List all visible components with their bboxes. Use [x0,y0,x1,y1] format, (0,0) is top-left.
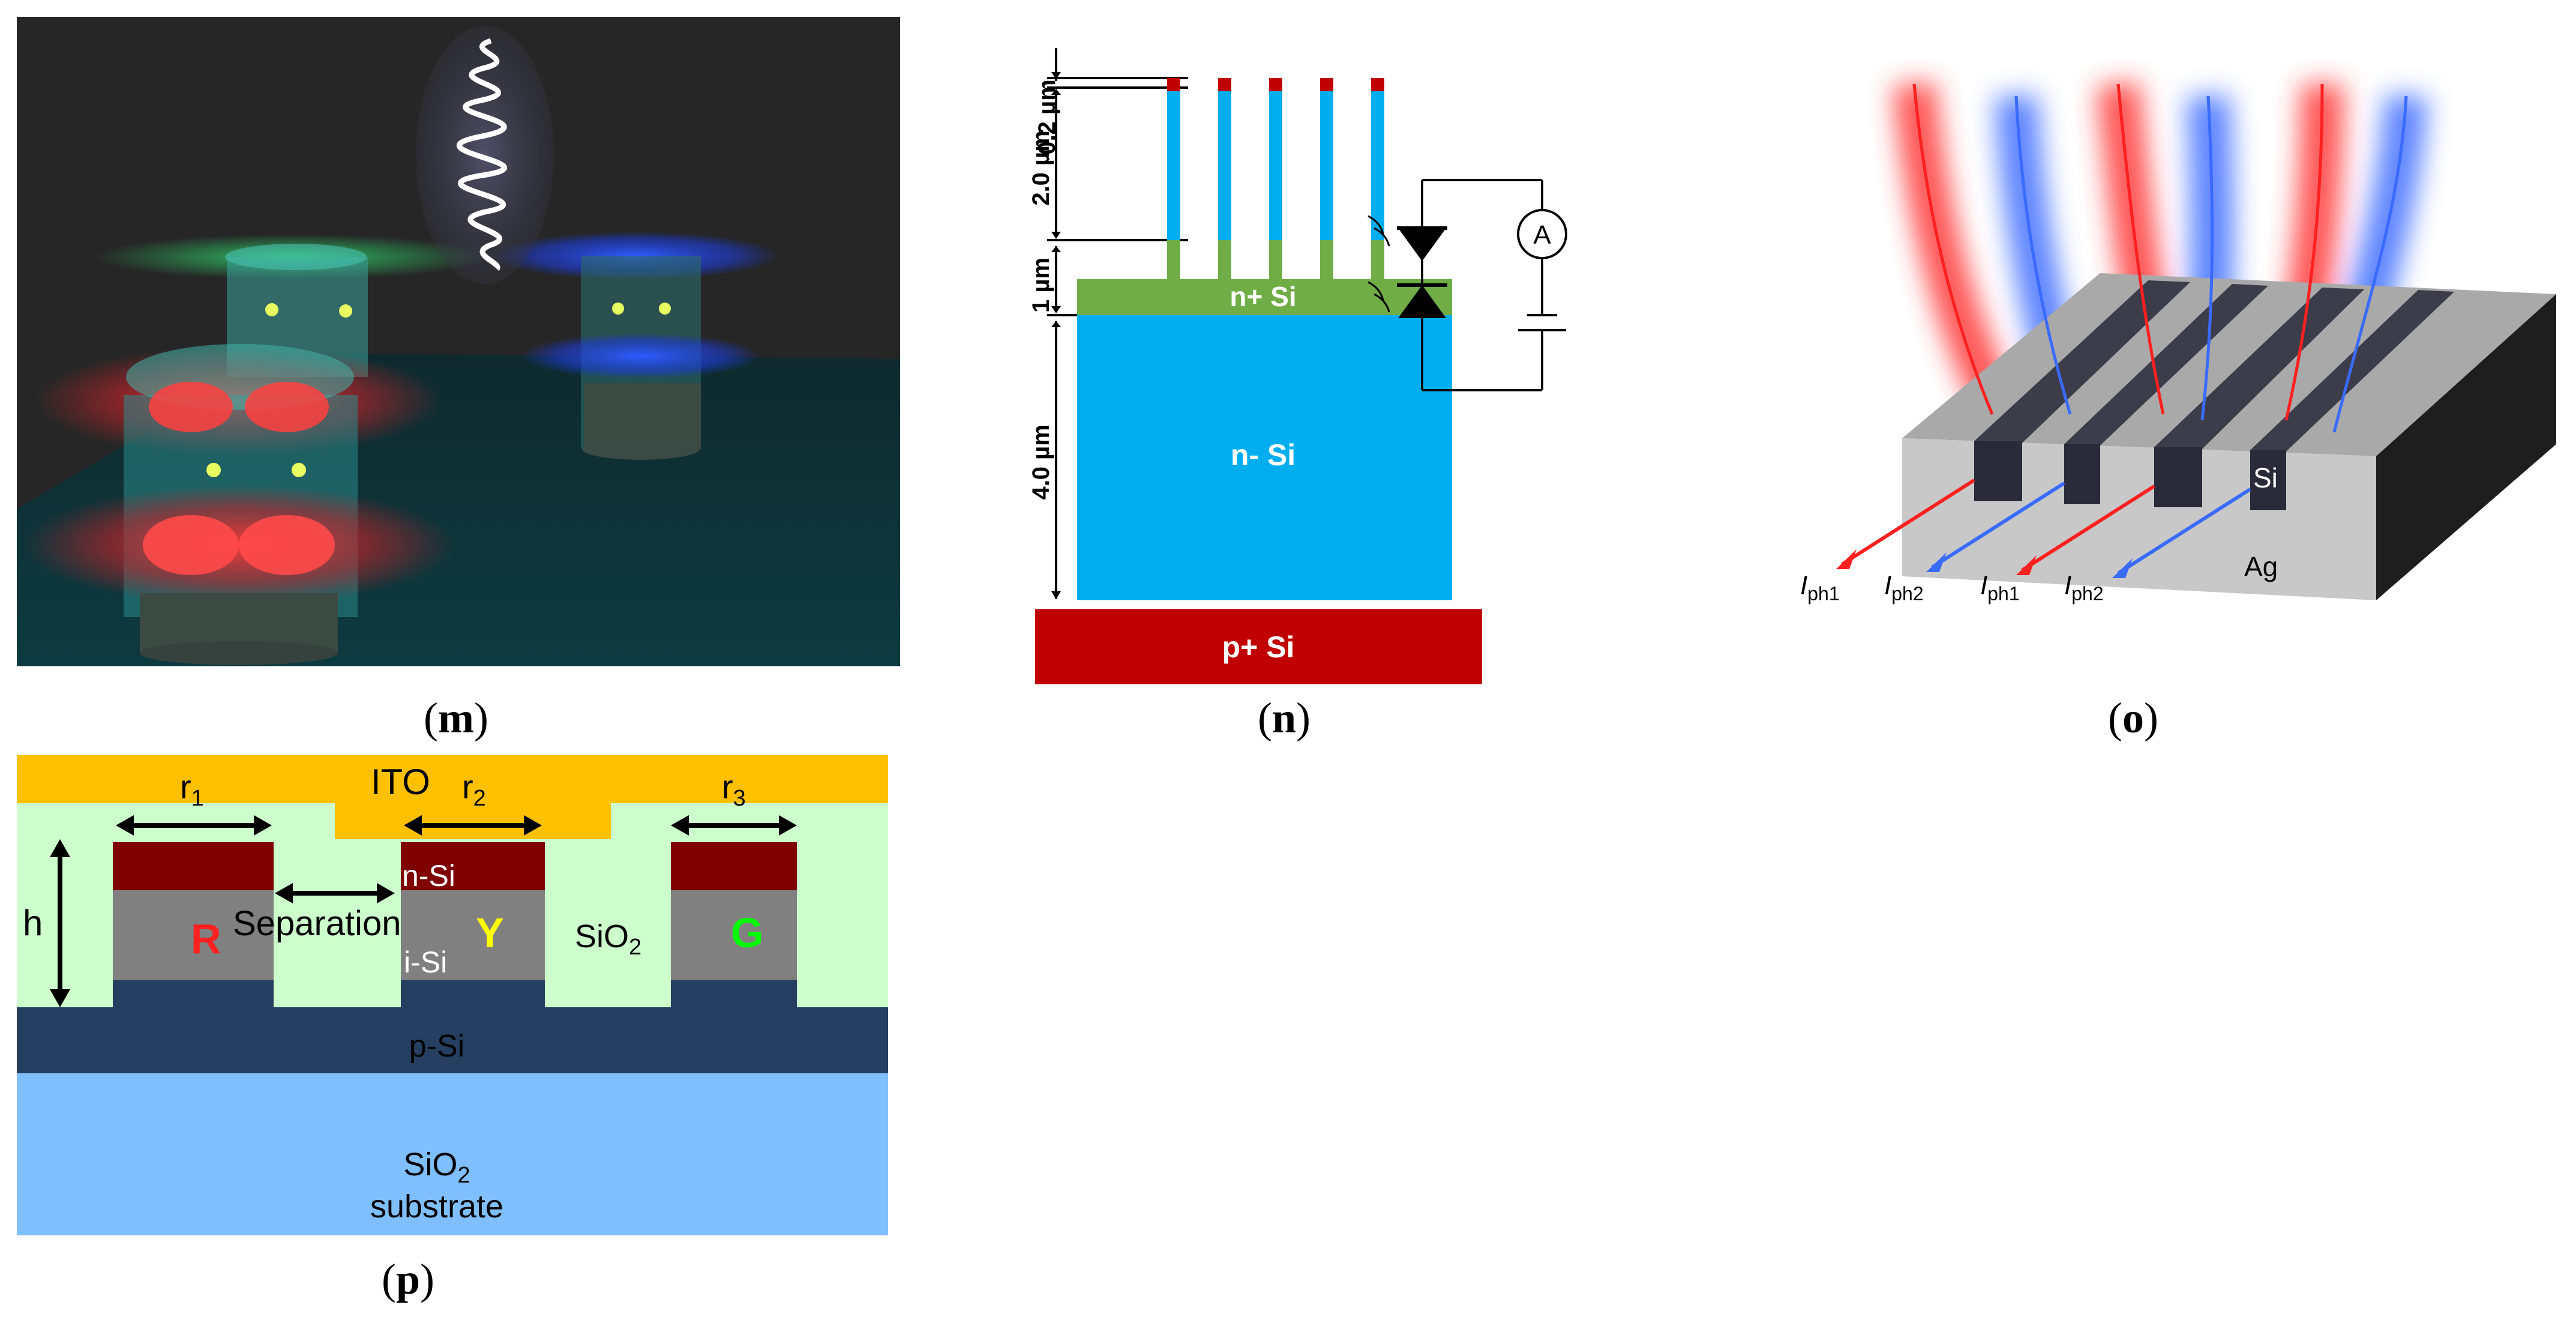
panel-p: ITO r1 r2 r3 h Separation n-Si i-Si p-Si… [17,755,888,1235]
dim-top-label: 0.2 µm [1034,79,1060,154]
circuit [1421,179,1566,391]
p-si-layer [17,1007,888,1073]
label-h: h [23,903,43,943]
light-arrow-icon [1368,215,1390,313]
label-n-si: n-Si [402,859,455,893]
panel-o-letter: o [2122,694,2144,742]
ag-block-side [2376,294,2556,600]
pixel-r-label: R [191,915,221,962]
panel-m [17,17,900,666]
layer-n-minus-si [1077,315,1452,600]
layer-n-minus-label: n- Si [1231,438,1296,472]
label-ito: ITO [371,762,430,802]
label-r2: r2 [462,768,486,811]
current-label-2: Iph2 [1884,571,1924,604]
panel-p-letter: p [395,1255,421,1303]
panel-n: 0.2 µm 2.0 µm 1 µm 4.0 µm n+ Si n- Si p+… [1020,48,1620,690]
pillar-y [401,842,545,1007]
current-label-4: Iph2 [2064,571,2104,604]
substrate-layer [17,1073,888,1235]
diode-top-icon [1397,226,1447,261]
ag-block-front [1902,438,2376,600]
pillar-r [113,842,274,1007]
panel-o: Si Ag Iph1 Iph2 Iph1 Iph2 [1794,60,2574,630]
current-label-3: Iph1 [1980,571,2020,604]
ammeter-icon [1517,209,1567,259]
current-labels: Iph1 Iph2 Iph1 Iph2 [1800,571,2104,604]
label-r1: r1 [180,768,204,811]
label-sio2: SiO2 [575,918,641,960]
panel-n-caption: (n) [1257,694,1311,742]
pillar-g [671,842,797,1007]
panel-p-diagram: ITO r1 r2 r3 h Separation n-Si i-Si p-Si… [17,755,888,1235]
panel-p-caption: (p) [381,1255,434,1303]
pixel-g-label: G [731,909,763,956]
layer-n-plus-si [1077,279,1452,315]
layer-p-plus-label: p+ Si [1222,630,1295,664]
label-si: Si [2253,462,2278,493]
ito-layer [17,755,888,839]
panel-n-letter: n [1271,694,1297,742]
label-separation: Separation [233,904,401,943]
dim-wire-label: 2.0 µm [1028,130,1054,205]
panel-n-diagram: 0.2 µm 2.0 µm 1 µm 4.0 µm n+ Si n- Si p+… [1028,48,1567,684]
layer-n-plus-label: n+ Si [1229,281,1296,312]
dim-n-minus-label: 4.0 µm [1028,424,1054,499]
panel-o-diagram: Si Ag Iph1 Iph2 Iph1 Iph2 [1800,82,2556,604]
current-label-1: Iph1 [1800,571,1840,604]
panel-m-caption: (m) [424,694,488,742]
panel-m-letter: m [438,694,474,742]
panel-o-caption: (o) [2108,694,2158,742]
dim-n-plus-label: 1 µm [1028,258,1054,313]
wave-packet-icon [457,38,508,271]
label-r3: r3 [722,768,746,811]
ammeter-label: A [1533,220,1551,250]
label-p-si: p-Si [409,1029,464,1064]
nanowire-array [1167,78,1384,315]
pixel-y-label: Y [476,909,504,956]
panel-m-render [17,17,900,666]
diode-bottom-icon [1397,283,1447,318]
label-substrate-line1: SiO2 [403,1147,470,1188]
label-ag: Ag [2244,551,2278,582]
label-substrate-line2: substrate [370,1189,503,1225]
layer-p-plus-si [1035,609,1482,684]
label-i-si: i-Si [404,945,447,979]
